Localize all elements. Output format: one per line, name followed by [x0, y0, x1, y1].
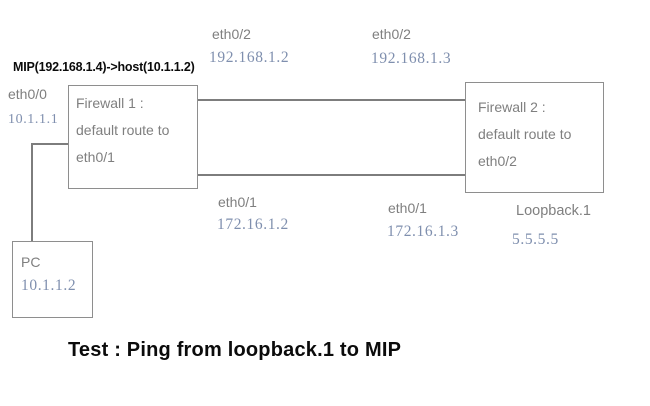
- mip-annotation: MIP(192.168.1.4)->host(10.1.1.2): [13, 60, 195, 74]
- pc-node: PC 10.1.1.2: [12, 241, 93, 318]
- fw2-loopback-label: Loopback.1: [516, 203, 591, 219]
- firewall1-route-line: default route to: [76, 122, 170, 138]
- pc-ip: 10.1.1.2: [21, 277, 77, 294]
- link-fw1-fw2-bottom: [198, 174, 466, 176]
- link-pc-fw1-horizontal: [31, 143, 68, 145]
- fw1-eth0-2-ip: 192.168.1.2: [209, 49, 290, 66]
- test-caption: Test : Ping from loopback.1 to MIP: [68, 339, 402, 361]
- link-pc-fw1-vertical: [31, 143, 33, 242]
- firewall2-node: Firewall 2 : default route to eth0/2: [465, 82, 604, 193]
- link-fw1-fw2-top: [198, 99, 466, 101]
- fw1-eth0-0-label: eth0/0: [8, 86, 47, 102]
- fw1-eth0-0-ip: 10.1.1.1: [8, 112, 59, 127]
- fw2-eth0-1-ip: 172.16.1.3: [387, 223, 459, 240]
- fw2-eth0-1-label: eth0/1: [388, 200, 427, 216]
- fw1-eth0-1-label: eth0/1: [218, 194, 257, 210]
- firewall1-title: Firewall 1 :: [76, 95, 144, 111]
- firewall1-route-interface: eth0/1: [76, 149, 115, 165]
- fw1-eth0-2-label: eth0/2: [212, 26, 251, 42]
- pc-title: PC: [21, 254, 41, 270]
- fw2-loopback-ip: 5.5.5.5: [512, 231, 559, 248]
- firewall2-route-line: default route to: [478, 126, 572, 142]
- fw1-eth0-1-ip: 172.16.1.2: [217, 216, 289, 233]
- firewall1-node: Firewall 1 : default route to eth0/1: [68, 85, 198, 189]
- fw2-eth0-2-label: eth0/2: [372, 26, 411, 42]
- fw2-eth0-2-ip: 192.168.1.3: [371, 50, 452, 67]
- firewall2-route-interface: eth0/2: [478, 153, 517, 169]
- firewall2-title: Firewall 2 :: [478, 99, 546, 115]
